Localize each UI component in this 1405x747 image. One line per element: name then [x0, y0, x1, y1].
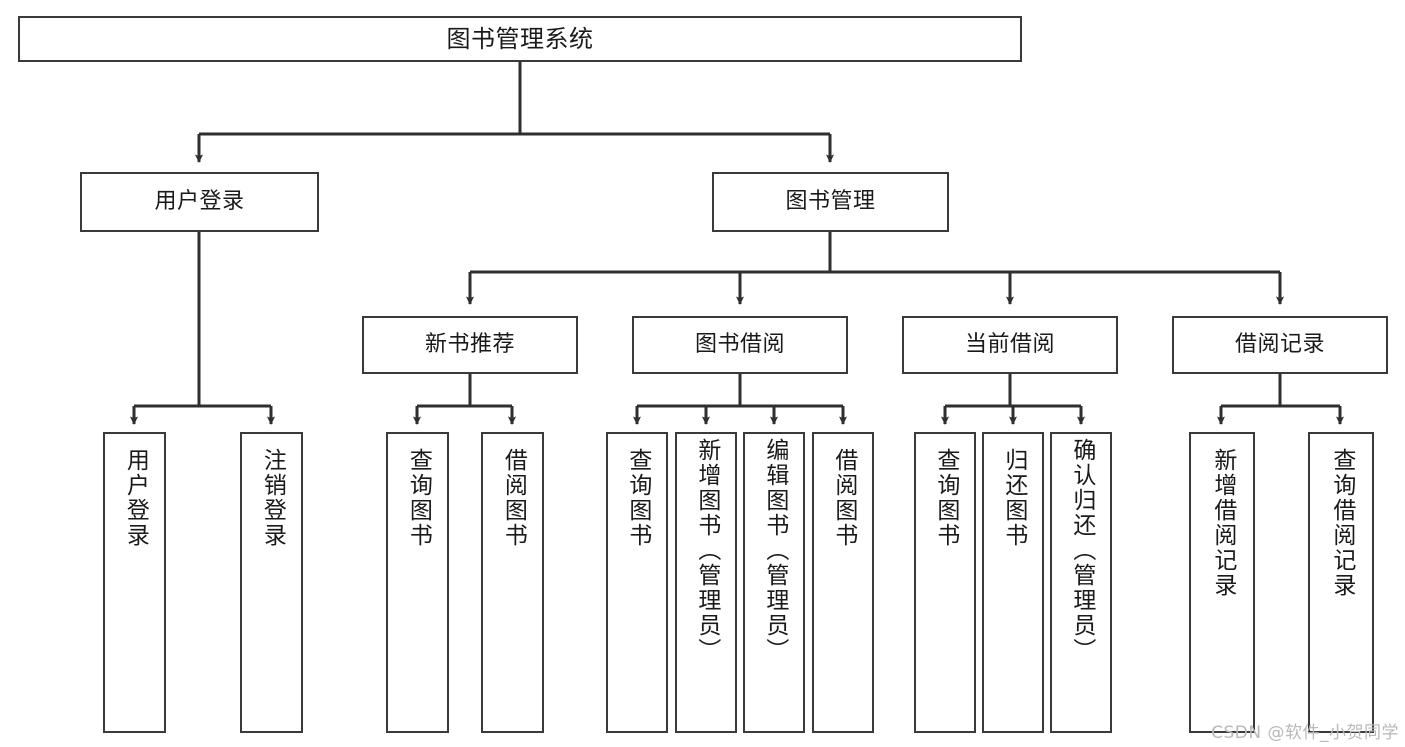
node-label: 借阅记录	[1234, 331, 1325, 357]
node-label: 图书管理系统	[446, 24, 594, 53]
leaf-new-book-borrow-book[interactable]: 借阅图书	[481, 432, 544, 733]
leaf-borrow-records-query-record[interactable]: 查询借阅记录	[1308, 432, 1374, 733]
node-label: 查询图书	[932, 448, 959, 548]
node-label: 用户登录	[154, 188, 245, 214]
node-label: 确认归还（管理员）	[1068, 438, 1095, 663]
node-label: 图书借阅	[694, 331, 785, 357]
leaf-book-borrow-edit-book-admin[interactable]: 编辑图书（管理员）	[743, 432, 805, 733]
node-label: 新书推荐	[424, 331, 515, 357]
node-label: 查询图书	[624, 448, 651, 548]
leaf-book-borrow-add-book-admin[interactable]: 新增图书（管理员）	[675, 432, 737, 733]
node-label: 注销登录	[259, 448, 286, 548]
leaf-new-book-query-book[interactable]: 查询图书	[386, 432, 449, 733]
node-borrow-records[interactable]: 借阅记录	[1172, 316, 1388, 374]
node-root-book-management-system[interactable]: 图书管理系统	[18, 16, 1022, 62]
node-label: 归还图书	[1000, 448, 1027, 548]
node-label: 用户登录	[122, 448, 149, 548]
csdn-watermark: CSDN @软件_小贺同学	[1211, 723, 1399, 743]
node-label: 编辑图书（管理员）	[761, 438, 788, 663]
leaf-book-borrow-query-book[interactable]: 查询图书	[606, 432, 668, 733]
node-book-borrow[interactable]: 图书借阅	[632, 316, 848, 374]
leaf-borrow-records-add-record[interactable]: 新增借阅记录	[1189, 432, 1255, 733]
node-label: 图书管理	[785, 188, 876, 214]
leaf-current-borrow-confirm-return-admin[interactable]: 确认归还（管理员）	[1050, 432, 1112, 733]
node-book-management[interactable]: 图书管理	[712, 172, 949, 232]
node-label: 借阅图书	[830, 448, 857, 548]
leaf-user-login-logout[interactable]: 注销登录	[240, 432, 303, 733]
leaf-book-borrow-borrow-book[interactable]: 借阅图书	[812, 432, 874, 733]
node-user-login[interactable]: 用户登录	[80, 172, 319, 232]
node-label: 借阅图书	[500, 448, 527, 548]
node-label: 查询图书	[405, 448, 432, 548]
node-new-book-recommend[interactable]: 新书推荐	[362, 316, 578, 374]
leaf-user-login-login[interactable]: 用户登录	[103, 432, 166, 733]
leaf-current-borrow-return-book[interactable]: 归还图书	[982, 432, 1044, 733]
leaf-current-borrow-query-book[interactable]: 查询图书	[914, 432, 976, 733]
node-current-borrow[interactable]: 当前借阅	[902, 316, 1118, 374]
node-label: 新增图书（管理员）	[693, 438, 720, 663]
node-label: 查询借阅记录	[1328, 448, 1355, 598]
node-label: 当前借阅	[964, 331, 1055, 357]
node-label: 新增借阅记录	[1209, 448, 1236, 598]
